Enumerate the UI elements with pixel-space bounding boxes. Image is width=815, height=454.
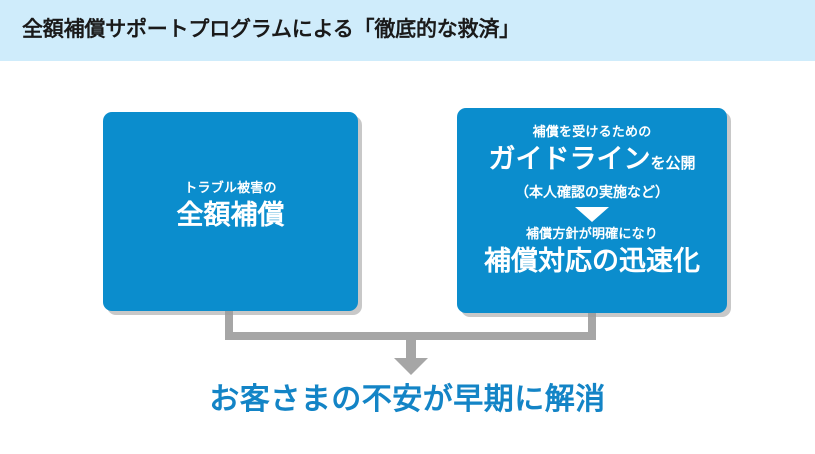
box-guideline-line-2: ガイドラインを公開 xyxy=(457,142,727,181)
header-band xyxy=(0,0,815,61)
box-guideline-content: 補償を受けるための ガイドラインを公開 （本人確認の実施など） 補償方針が明確に… xyxy=(457,122,727,278)
connector-arrow-shaft xyxy=(406,332,416,360)
box-guideline-line-1: 補償を受けるための xyxy=(532,124,652,139)
connector-horizontal-bar xyxy=(225,332,596,340)
box-guideline-line-3: （本人確認の実施など） xyxy=(515,184,669,200)
conclusion-text: お客さまの不安が早期に解消 xyxy=(209,383,606,416)
box-guideline-line-2-main: ガイドライン xyxy=(488,144,651,174)
down-arrow-icon xyxy=(394,358,428,375)
box-full-compensation-content: トラブル被害の 全額補償 xyxy=(103,178,358,232)
down-triangle-icon xyxy=(575,207,609,222)
box-guideline-line-4: 補償方針が明確になり xyxy=(525,226,658,241)
box-full-compensation[interactable]: トラブル被害の 全額補償 xyxy=(103,112,358,311)
box-guideline[interactable]: 補償を受けるための ガイドラインを公開 （本人確認の実施など） 補償方針が明確に… xyxy=(457,108,727,313)
box-full-compensation-line-2: 全額補償 xyxy=(176,200,285,230)
box-full-compensation-line-1: トラブル被害の xyxy=(184,180,277,195)
box-guideline-line-2-suffix: を公開 xyxy=(650,155,696,172)
page-title: 全額補償サポートプログラムによる「徹底的な救済」 xyxy=(22,18,520,41)
box-guideline-line-5: 補償対応の迅速化 xyxy=(484,246,700,276)
